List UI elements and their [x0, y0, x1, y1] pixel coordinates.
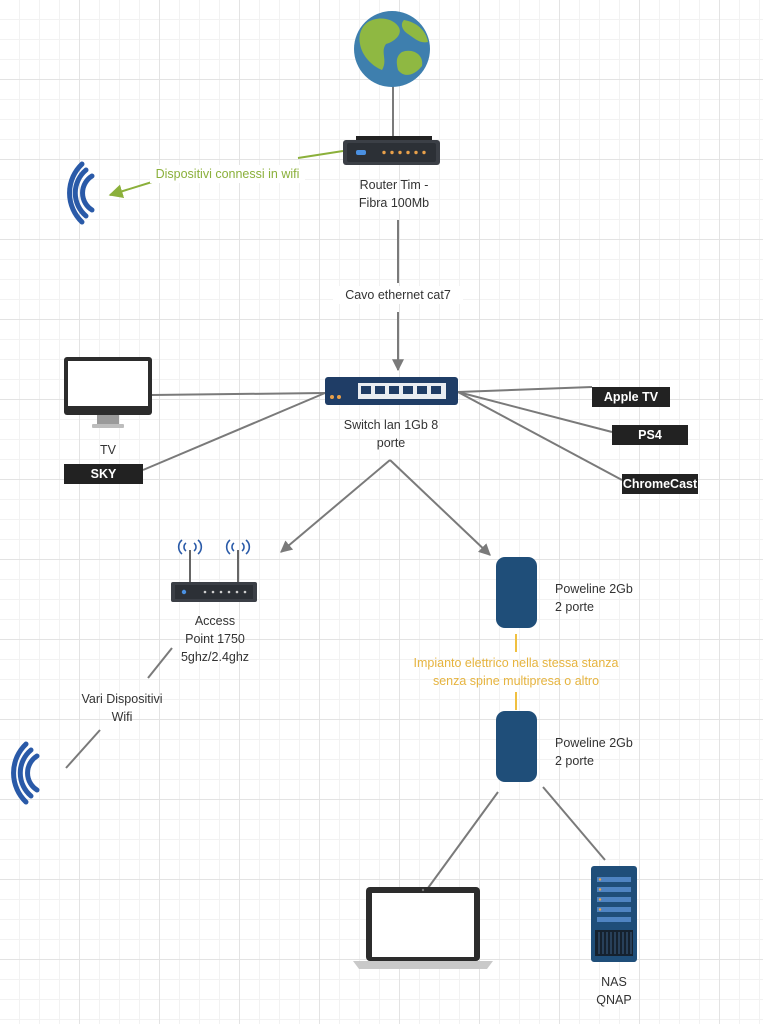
switch-label-line1: Switch lan 1Gb 8: [343, 418, 439, 432]
wifi-devices-label: Vari Dispositivi Wifi: [62, 690, 182, 726]
nas-label-line2: QNAP: [596, 993, 632, 1007]
powerline-icon: [496, 711, 537, 782]
powerline-bottom-label: Poweline 2Gb 2 porte: [555, 734, 665, 770]
apple-tv-tag: Apple TV: [592, 387, 670, 407]
switch-powerline-link: [389, 459, 491, 556]
wifi-devices-label-line1: Vari Dispositivi: [81, 692, 163, 706]
cable-label: Cavo ethernet cat7: [333, 286, 463, 304]
connectors: [65, 86, 623, 889]
switch-chromecast-link: [457, 391, 623, 481]
globe-icon: [354, 11, 430, 87]
powerline-bottom-label-line1: Poweline 2Gb: [555, 736, 633, 750]
ap-devices-link-upper: [147, 647, 173, 679]
switch-ap-link: [280, 459, 391, 553]
switch-label-line2: porte: [376, 436, 406, 450]
access-point-label: Access Point 1750 5ghz/2.4ghz: [160, 612, 270, 666]
switch-ps4-link: [457, 391, 613, 433]
powerline-note-line1: Impianto elettrico nella stessa stanza: [413, 656, 619, 670]
laptop-icon: [353, 887, 493, 969]
ps4-tag: PS4: [612, 425, 688, 445]
router-label-line1: Router Tim -: [359, 178, 429, 192]
powerline-note-line2: senza spine multipresa o altro: [432, 674, 600, 688]
powerline-icon: [496, 557, 537, 628]
switch-appletv-link: [457, 386, 593, 393]
powerline-top-label-line2: 2 porte: [555, 600, 594, 614]
wifi-signal-icon: [11, 741, 40, 805]
nas-server-icon: [591, 866, 637, 962]
router-label: Router Tim - Fibra 100Mb: [330, 176, 458, 212]
chromecast-tag: ChromeCast: [622, 474, 698, 494]
powerline-top-label: Poweline 2Gb 2 porte: [555, 580, 665, 616]
powerline-bottom-label-line2: 2 porte: [555, 754, 594, 768]
nas-label-line1: NAS: [601, 975, 627, 989]
wifi-signal-icon: [67, 161, 95, 225]
switch-label: Switch lan 1Gb 8 porte: [326, 416, 456, 452]
wifi-router-label: Dispositivi connessi in wifi: [150, 165, 305, 183]
wifi-devices-label-line2: Wifi: [111, 710, 133, 724]
router-label-line2: Fibra 100Mb: [358, 196, 430, 210]
tv-label: TV: [100, 443, 116, 457]
access-point-label-line3: 5ghz/2.4ghz: [180, 650, 250, 664]
switch-tv-link: [151, 392, 326, 396]
powerline-nas-link: [542, 786, 606, 861]
nas-label: NAS QNAP: [584, 973, 644, 1009]
access-point-label-line2: Point 1750: [185, 632, 245, 646]
access-point-icon: [171, 539, 257, 602]
router-wifi-link: [297, 150, 344, 159]
powerline-top-label-line1: Poweline 2Gb: [555, 582, 633, 596]
switch-sky-link: [142, 392, 326, 471]
ap-devices-link-lower: [65, 729, 101, 769]
monitor-icon: [64, 357, 152, 428]
router-wifi-link-arrow: [108, 181, 153, 198]
powerline-note-label: Impianto elettrico nella stessa stanza s…: [396, 654, 636, 690]
sky-tag: SKY: [64, 464, 143, 484]
switch-icon: [325, 377, 458, 405]
access-point-label-line1: Access: [194, 614, 236, 628]
powerline-laptop-link: [427, 791, 499, 889]
router-icon: [343, 136, 440, 165]
